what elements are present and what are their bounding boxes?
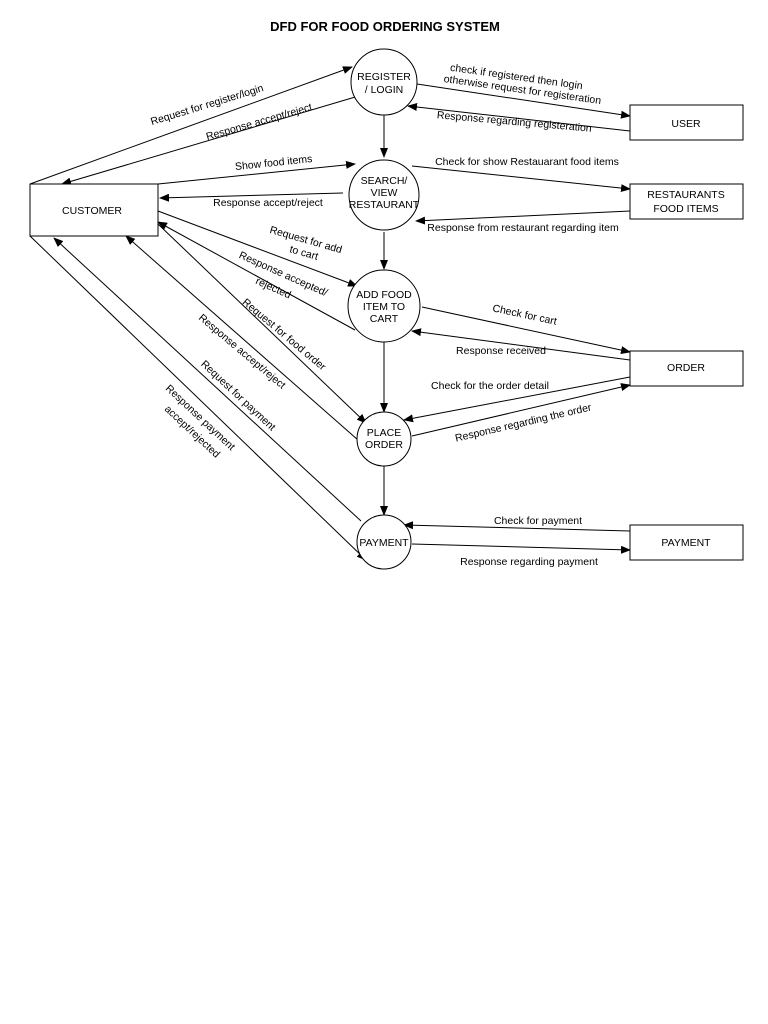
process-place-order: PLACE ORDER bbox=[356, 411, 412, 467]
svg-text:USER: USER bbox=[671, 118, 701, 130]
svg-text:ITEM TO: ITEM TO bbox=[363, 301, 405, 313]
flow-show-food bbox=[157, 160, 356, 185]
process-search: SEARCH/ VIEW RESTAURANT bbox=[348, 159, 420, 231]
flow-request-payment bbox=[29, 235, 367, 561]
label-check-show-restaurant: Check for show Restauarant food items bbox=[435, 156, 619, 168]
svg-text:VIEW: VIEW bbox=[371, 187, 398, 199]
flow-response-received bbox=[411, 328, 631, 361]
flow-response-payment bbox=[53, 237, 362, 522]
flow-request-food-order bbox=[157, 223, 367, 424]
flow-check-cart bbox=[421, 306, 631, 355]
flow-response-search bbox=[159, 192, 344, 202]
svg-text:RESTAURANT: RESTAURANT bbox=[349, 199, 420, 211]
label-response-search: Response accept/reject bbox=[213, 197, 323, 209]
flow-check-payment bbox=[403, 521, 631, 532]
svg-text:/ LOGIN: / LOGIN bbox=[365, 84, 404, 96]
entity-user: USER bbox=[629, 104, 744, 141]
entity-order: ORDER bbox=[629, 350, 744, 387]
label-response-payment-entity: Response regarding payment bbox=[460, 556, 598, 568]
svg-text:SEARCH/: SEARCH/ bbox=[361, 175, 408, 187]
svg-text:RESTAURANTS: RESTAURANTS bbox=[647, 189, 724, 201]
entity-payment: PAYMENT bbox=[629, 524, 744, 561]
label-check-order-detail: Check for the order detail bbox=[431, 380, 549, 392]
entity-restaurants: RESTAURANTS FOOD ITEMS bbox=[629, 183, 744, 220]
svg-text:PLACE: PLACE bbox=[367, 427, 401, 439]
flow-request-register bbox=[29, 66, 353, 185]
label-show-food: Show food items bbox=[234, 153, 312, 173]
flow-response-payment-entity bbox=[411, 543, 631, 554]
svg-text:ADD FOOD: ADD FOOD bbox=[356, 289, 412, 301]
svg-text:ORDER: ORDER bbox=[667, 362, 705, 374]
flow-response-register bbox=[61, 94, 363, 186]
svg-text:FOOD ITEMS: FOOD ITEMS bbox=[653, 203, 718, 215]
flow-check-registered bbox=[416, 83, 631, 119]
label-response-restaurant: Response from restaurant regarding item bbox=[427, 222, 619, 234]
svg-text:ORDER: ORDER bbox=[365, 439, 403, 451]
process-add-cart: ADD FOOD ITEM TO CART bbox=[347, 269, 421, 343]
flow-request-add-cart bbox=[157, 210, 358, 287]
label-check-payment: Check for payment bbox=[494, 515, 582, 527]
process-payment: PAYMENT bbox=[356, 514, 412, 570]
svg-text:PAYMENT: PAYMENT bbox=[359, 537, 409, 549]
label-response-received: Response received bbox=[456, 345, 546, 357]
process-register: REGISTER / LOGIN bbox=[350, 48, 418, 116]
svg-text:PAYMENT: PAYMENT bbox=[661, 537, 711, 549]
svg-text:REGISTER: REGISTER bbox=[357, 71, 411, 83]
svg-text:CART: CART bbox=[370, 313, 399, 325]
flow-response-order bbox=[411, 383, 631, 437]
flow-response-add-cart bbox=[157, 221, 356, 331]
label-response-registration: Response regarding registeration bbox=[436, 109, 592, 135]
flow-response-place-order bbox=[125, 235, 359, 441]
diagram-title: DFD FOR FOOD ORDERING SYSTEM bbox=[270, 19, 500, 34]
svg-text:CUSTOMER: CUSTOMER bbox=[62, 205, 122, 217]
label-response-order: Response regarding the order bbox=[454, 401, 593, 444]
flow-response-registration bbox=[407, 103, 631, 132]
label-response-register: Response accept/reject bbox=[205, 101, 314, 143]
flow-response-restaurant bbox=[415, 210, 631, 225]
entity-customer: CUSTOMER bbox=[29, 183, 159, 237]
flow-check-show-restaurant bbox=[411, 165, 631, 193]
flow-check-order-detail bbox=[403, 376, 631, 423]
